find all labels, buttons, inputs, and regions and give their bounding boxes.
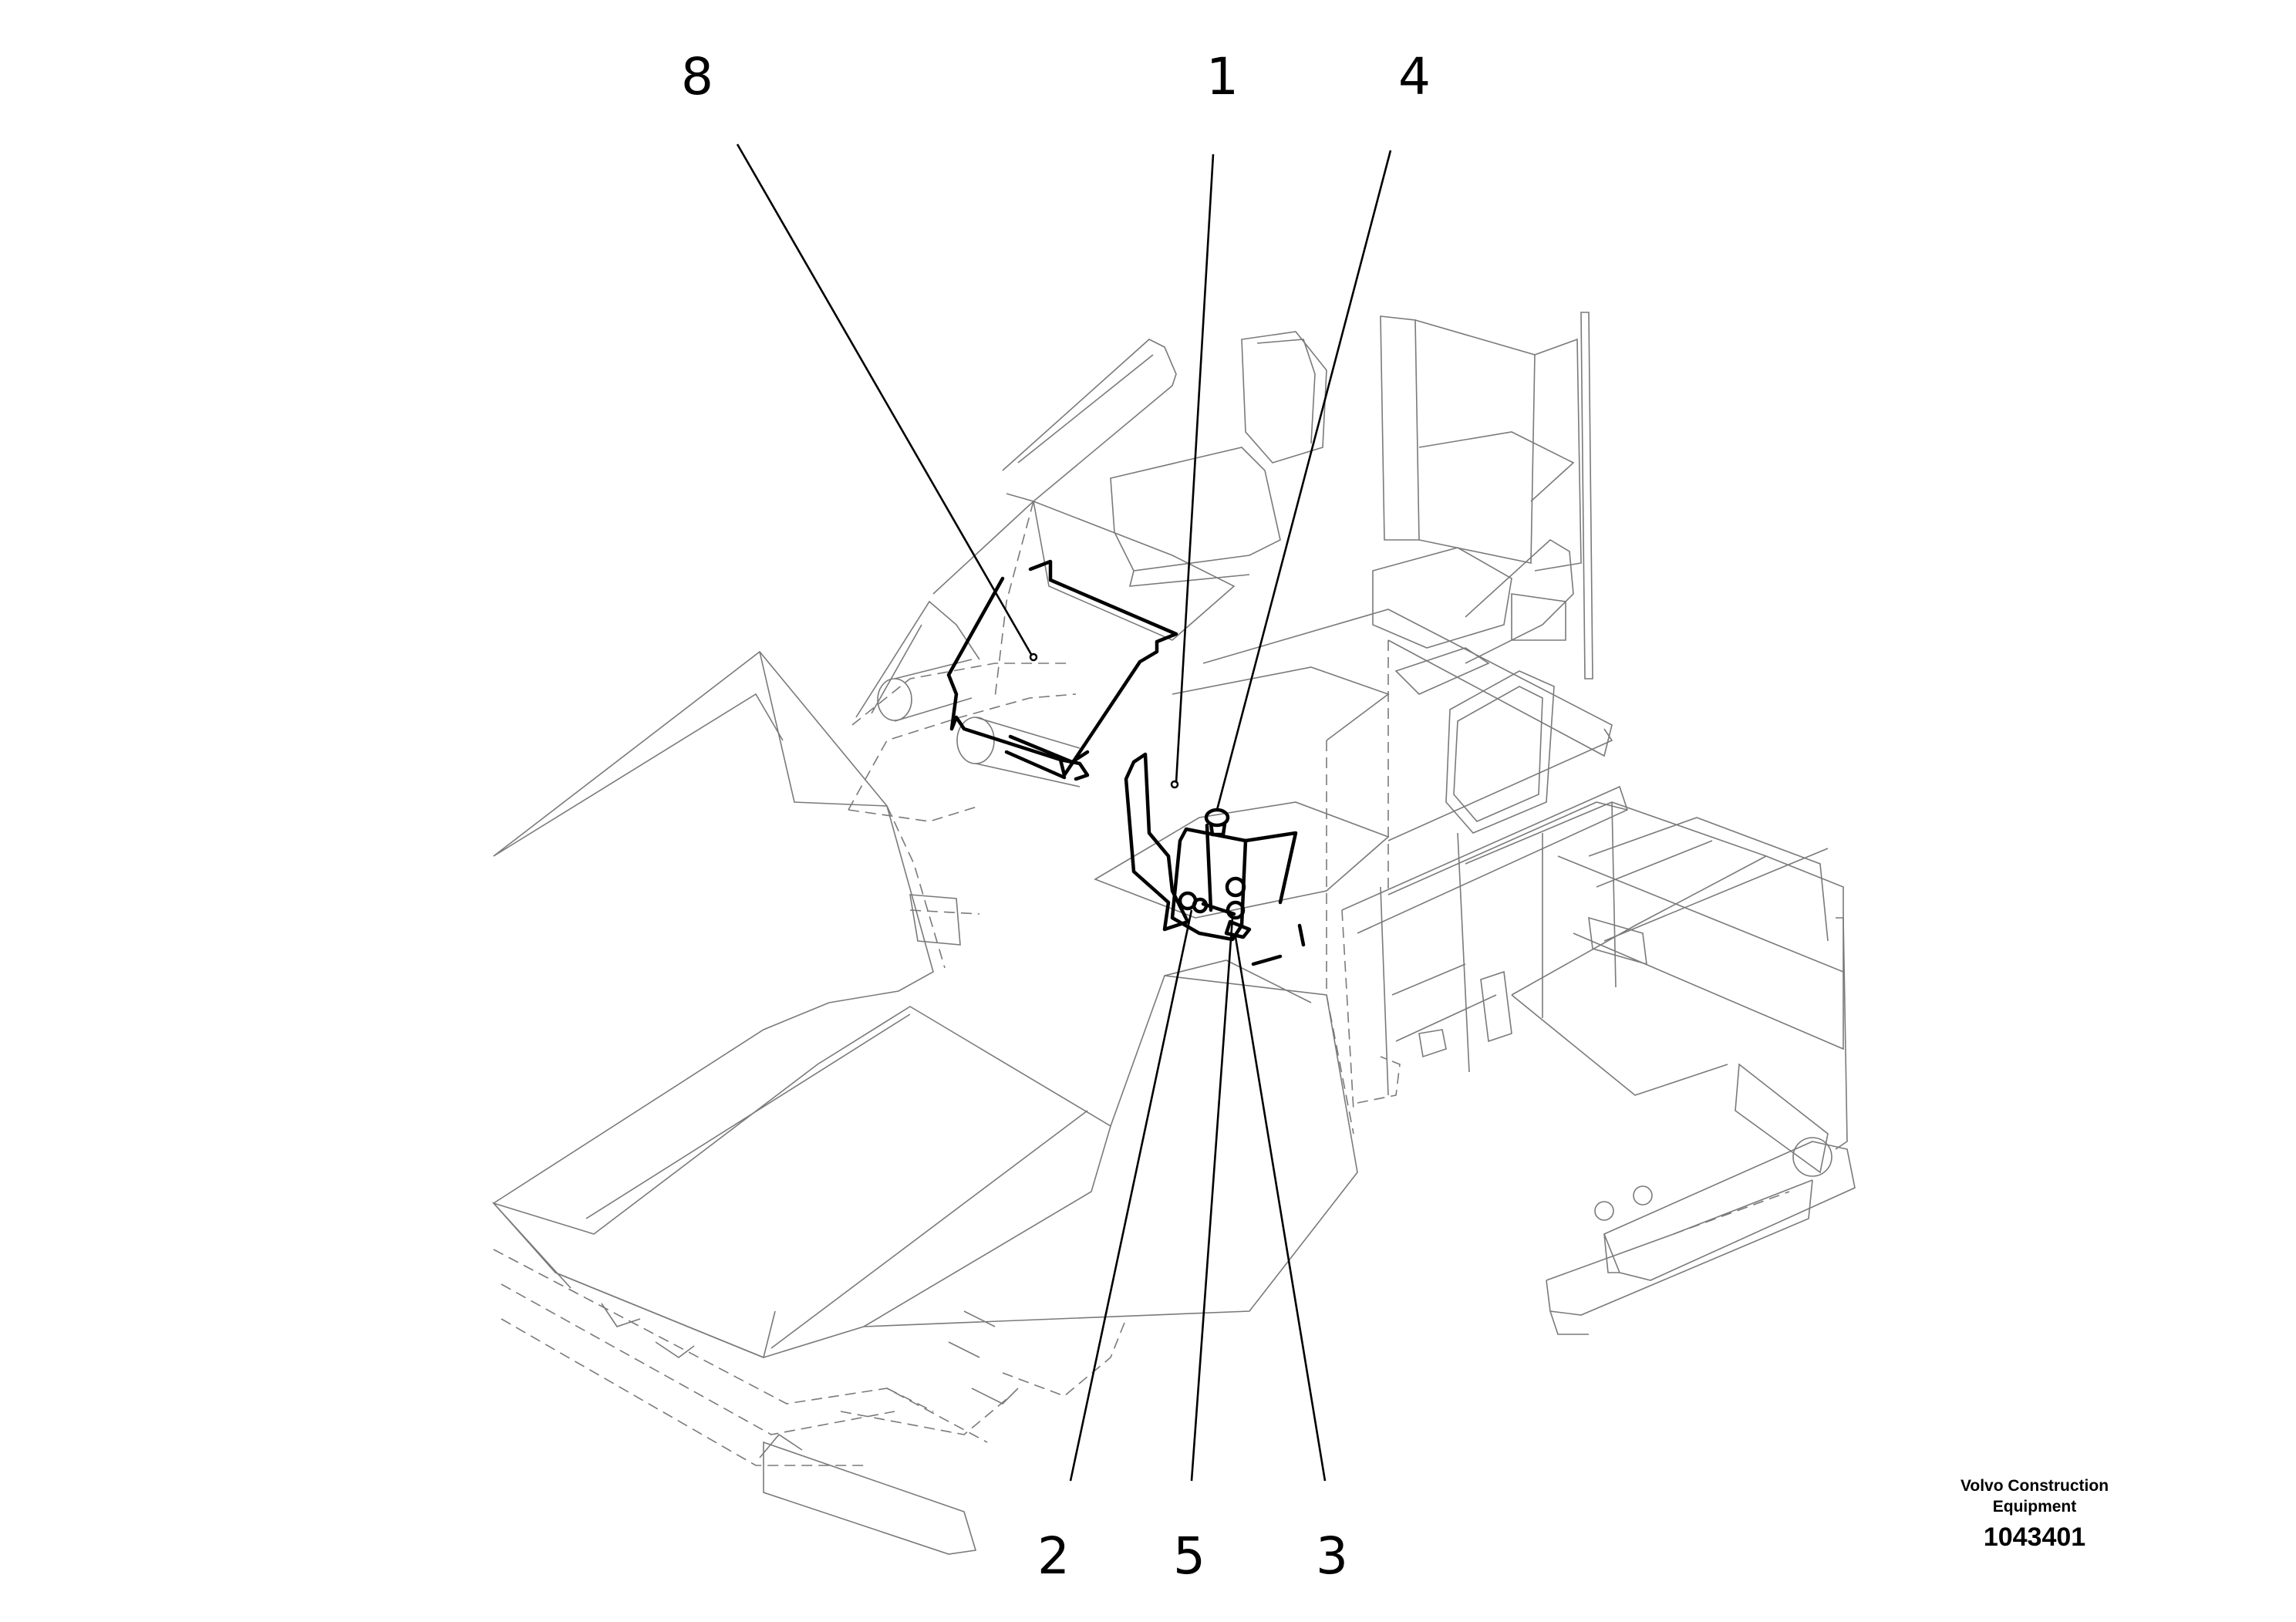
callout-8: 8 bbox=[681, 47, 713, 106]
part-8-panel bbox=[946, 559, 1178, 777]
brand-line-2: Equipment bbox=[1993, 1498, 2077, 1516]
callout-5: 5 bbox=[1173, 1526, 1205, 1586]
leader-1 bbox=[1175, 153, 1215, 784]
part-1-tank bbox=[1124, 752, 1190, 932]
callout-3: 3 bbox=[1316, 1526, 1348, 1586]
callout-2: 2 bbox=[1037, 1526, 1070, 1586]
callout-1: 1 bbox=[1206, 47, 1239, 106]
drawing-number: 1043401 bbox=[1984, 1523, 2085, 1552]
callout-numbers: 8 1 4 2 5 3 bbox=[681, 47, 1431, 1586]
highlighted-parts bbox=[946, 559, 1306, 966]
brand-block: Volvo Construction Equipment 1043401 bbox=[1961, 1477, 2109, 1552]
leader-4 bbox=[1215, 150, 1392, 811]
leader-lines bbox=[736, 143, 1392, 1482]
paver-outline bbox=[491, 312, 1856, 1555]
brand-line-1: Volvo Construction bbox=[1961, 1477, 2109, 1495]
leader-3 bbox=[1234, 936, 1327, 1482]
leader-8 bbox=[736, 143, 1033, 656]
valve-block bbox=[1170, 827, 1248, 942]
leader-5 bbox=[1190, 917, 1234, 1482]
leader-2 bbox=[1069, 909, 1193, 1482]
callout-4: 4 bbox=[1398, 47, 1431, 106]
